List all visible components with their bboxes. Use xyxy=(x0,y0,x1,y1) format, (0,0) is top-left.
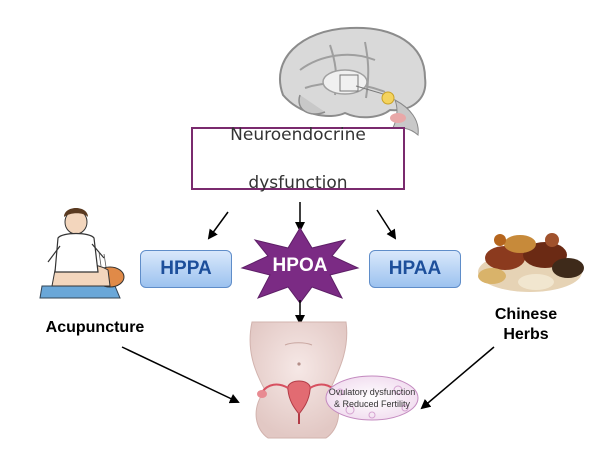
arrow-herbs-to-outcome xyxy=(420,346,495,410)
chinese-herbs-label: Chinese Herbs xyxy=(480,305,572,345)
ovary-icon xyxy=(325,375,419,421)
hppa-label: HPPA xyxy=(160,258,212,279)
acupuncture-icon xyxy=(39,208,125,299)
hpaa-box: HPAA xyxy=(369,250,461,288)
chinese-herbs-line-1: Chinese xyxy=(494,306,558,323)
hpoa-label: HPOA xyxy=(272,255,328,276)
neuroendocrine-dysfunction-box: Neuroendocrine dysfunction xyxy=(191,125,405,193)
outcome-line-2: & Reduced Fertility xyxy=(333,399,411,409)
arrow-to-hppa xyxy=(207,211,229,240)
hpaa-label: HPAA xyxy=(388,258,442,279)
title-line-2: dysfunction xyxy=(248,172,348,193)
acupuncture-label: Acupuncture xyxy=(45,319,145,336)
chinese-herbs-line-2: Herbs xyxy=(503,326,549,343)
outcome-line-1: Ovulatory dysfunction xyxy=(328,387,416,397)
title-line-1: Neuroendocrine xyxy=(230,124,366,145)
chinese-herbs-icon xyxy=(478,233,584,292)
hppa-box: HPPA xyxy=(140,250,232,288)
outcome-text: Ovulatory dysfunction & Reduced Fertilit… xyxy=(320,386,424,410)
arrow-to-hpaa xyxy=(376,209,397,240)
arrow-acupuncture-to-body xyxy=(121,346,240,404)
brain-icon xyxy=(278,26,427,136)
female-body-icon xyxy=(249,321,348,439)
